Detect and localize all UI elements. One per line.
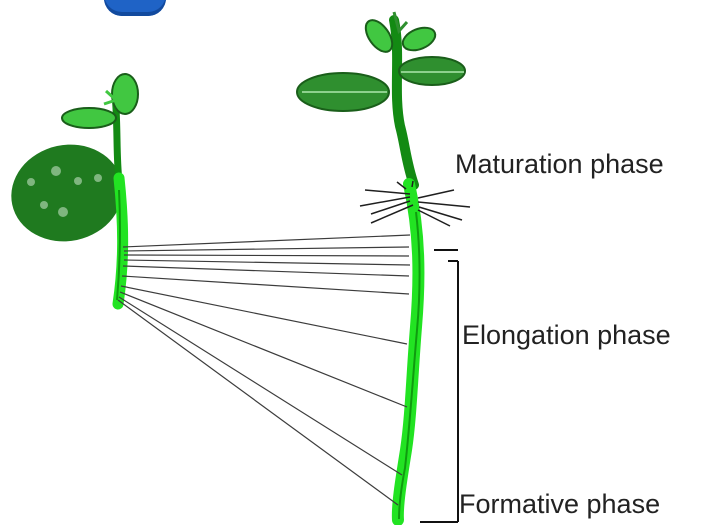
young-leaf-left xyxy=(62,108,116,128)
formative-phase-label: Formative phase xyxy=(459,491,660,518)
seedling-mature-icon xyxy=(297,12,465,520)
correlation-lines xyxy=(118,235,410,505)
seed xyxy=(2,134,132,251)
mature-bud-right xyxy=(399,23,438,54)
maturation-phase-label: Maturation phase xyxy=(455,151,664,178)
elongation-phase-label: Elongation phase xyxy=(462,322,671,349)
young-leaf-right xyxy=(112,74,138,114)
phase-bracket xyxy=(420,250,458,522)
seedling-young-icon xyxy=(2,74,138,304)
